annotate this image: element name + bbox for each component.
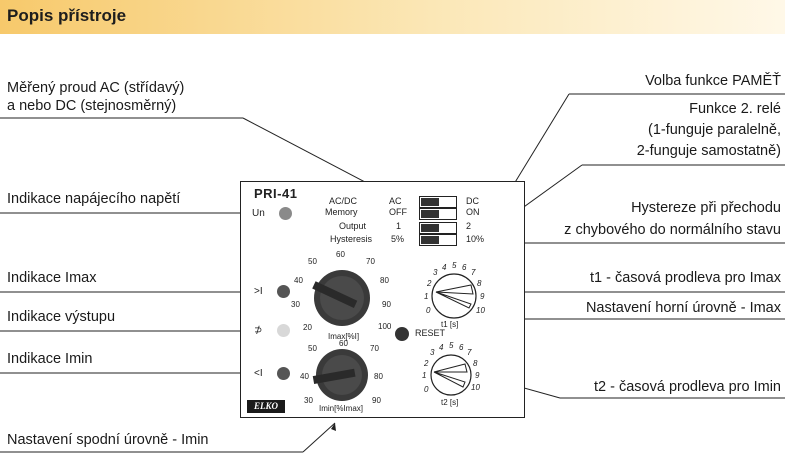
imax-scale-80: 80 <box>380 276 389 285</box>
label-relay2-3: 2-funguje samostatně) <box>636 143 781 159</box>
dip-switch-hysteresis[interactable] <box>419 234 457 246</box>
imin-led <box>277 367 290 380</box>
row-output-name: Output <box>339 221 367 231</box>
row-hysteresis-name: Hysteresis <box>330 234 373 244</box>
row-acdc-left: AC <box>389 196 402 206</box>
t1-scale-8: 8 <box>477 279 482 288</box>
device-model: PRI-41 <box>254 186 298 201</box>
t2-scale-6: 6 <box>459 343 464 352</box>
row-acdc-right: DC <box>466 196 479 206</box>
imax-scale-70: 70 <box>366 257 375 266</box>
t1-scale-0: 0 <box>426 306 431 315</box>
header-bar: Popis přístroje <box>0 0 785 34</box>
brand-logo: ELKO <box>247 400 285 413</box>
t1-scale-4: 4 <box>442 263 447 272</box>
imax-scale-50: 50 <box>308 257 317 266</box>
imax-scale-20: 20 <box>303 323 312 332</box>
row-output-right: 2 <box>466 221 472 231</box>
t2-scale-0: 0 <box>424 385 429 394</box>
imax-scale-30: 30 <box>291 300 300 309</box>
dip-switch-acdc[interactable] <box>419 196 457 208</box>
row-output-left: 1 <box>396 221 402 231</box>
t2-scale-4: 4 <box>439 343 444 352</box>
imax-scale-100: 100 <box>378 322 392 331</box>
t1-knob[interactable] <box>431 273 477 319</box>
label-supply-indication: Indikace napájecího napětí <box>7 191 181 207</box>
label-t1-delay: t1 - časová prodleva pro Imax <box>589 270 781 286</box>
label-t2-delay: t2 - časová prodleva pro Imin <box>594 379 781 395</box>
imax-knob-caption: Imax[%I] <box>328 332 360 341</box>
supply-led <box>279 207 292 220</box>
dip-switch-output[interactable] <box>419 222 457 234</box>
imax-scale-90: 90 <box>382 300 391 309</box>
imax-scale-40: 40 <box>294 276 303 285</box>
t2-scale-1: 1 <box>422 371 427 380</box>
label-memory-function: Volba funkce PAMĚŤ <box>645 73 781 89</box>
reset-label: RESET <box>415 328 446 338</box>
t1-scale-1: 1 <box>424 292 429 301</box>
imin-knob-caption: Imin[%Imax] <box>319 404 364 413</box>
reset-button[interactable] <box>395 327 409 341</box>
imin-scale-80: 80 <box>374 372 383 381</box>
t1-scale-7: 7 <box>471 268 476 277</box>
row-hysteresis-left: 5% <box>391 234 405 244</box>
label-hysteresis-1: Hystereze při přechodu <box>631 200 781 216</box>
t1-scale-10: 10 <box>476 306 485 315</box>
imin-knob[interactable] <box>312 349 368 401</box>
label-relay2-2: (1-funguje paralelně, <box>647 122 781 138</box>
t1-scale-6: 6 <box>462 263 467 272</box>
t1-scale-9: 9 <box>480 292 485 301</box>
label-measured-current-1: Měřený proud AC (střídavý) <box>7 80 185 96</box>
imin-scale-70: 70 <box>370 344 379 353</box>
label-output-indication: Indikace výstupu <box>7 309 116 325</box>
imin-scale-90: 90 <box>372 396 381 405</box>
imin-scale-60: 60 <box>339 339 348 348</box>
t1-knob-caption: t1 [s] <box>441 320 459 329</box>
device-front-panel: PRI-41 Un AC/DC AC DC Memory OFF ON Outp… <box>240 181 525 418</box>
row-memory-left: OFF <box>389 207 407 217</box>
imin-scale-30: 30 <box>304 396 313 405</box>
row-acdc-name: AC/DC <box>329 196 358 206</box>
output-led <box>277 324 290 337</box>
t2-knob-caption: t2 [s] <box>441 398 459 407</box>
row-memory-right: ON <box>466 207 480 217</box>
t2-scale-3: 3 <box>430 348 435 357</box>
page-title: Popis přístroje <box>7 6 127 25</box>
t2-scale-8: 8 <box>473 359 478 368</box>
label-imax-setting: Nastavení horní úrovně - Imax <box>585 300 781 316</box>
row-hysteresis-right: 10% <box>466 234 485 244</box>
label-imin-indication: Indikace Imin <box>7 351 93 367</box>
label-hysteresis-2: z chybového do normálního stavu <box>564 222 781 238</box>
t2-scale-2: 2 <box>424 359 429 368</box>
row-memory-name: Memory <box>325 207 358 217</box>
label-imax-indication: Indikace Imax <box>7 270 97 286</box>
output-led-label: ⊅ <box>254 325 263 336</box>
un-label: Un <box>252 208 265 219</box>
imin-scale-50: 50 <box>308 344 317 353</box>
t1-scale-2: 2 <box>427 279 432 288</box>
label-measured-current-2: a nebo DC (stejnosměrný) <box>7 98 177 114</box>
label-imin-setting: Nastavení spodní úrovně - Imin <box>7 432 209 448</box>
t2-knob[interactable] <box>430 354 472 396</box>
imax-knob[interactable] <box>312 270 370 326</box>
label-relay2-1: Funkce 2. relé <box>689 101 781 117</box>
t2-scale-9: 9 <box>475 371 480 380</box>
t2-scale-5: 5 <box>449 341 454 350</box>
imax-led <box>277 285 290 298</box>
imax-scale-60: 60 <box>336 250 345 259</box>
imax-led-label: >I <box>254 286 263 297</box>
t1-scale-3: 3 <box>433 268 438 277</box>
imin-scale-40: 40 <box>300 372 309 381</box>
dip-switch-memory[interactable] <box>419 208 457 220</box>
knobs-drawing <box>312 270 477 401</box>
t2-scale-7: 7 <box>467 348 472 357</box>
imin-led-label: <I <box>254 368 263 379</box>
t1-scale-5: 5 <box>452 261 457 270</box>
t2-scale-10: 10 <box>471 383 480 392</box>
